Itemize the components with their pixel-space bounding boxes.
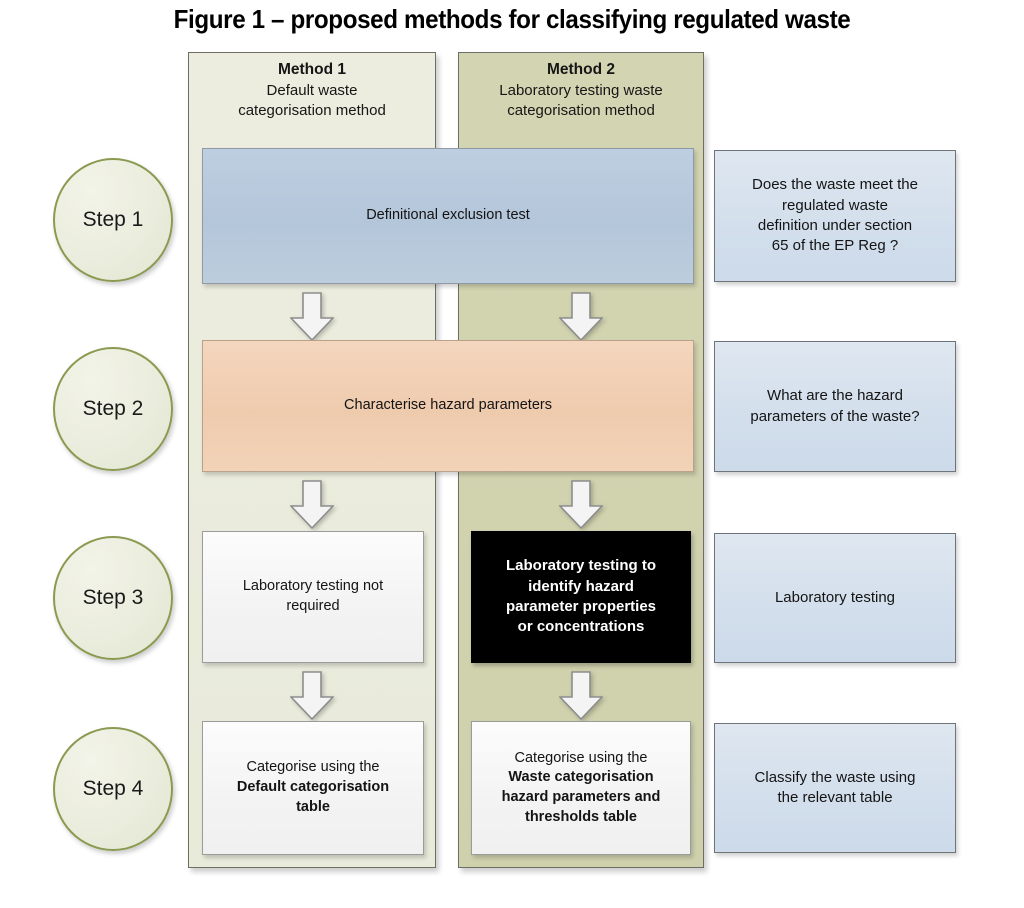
step-1-circle: Step 1: [53, 158, 173, 282]
step-3-circle: Step 3: [53, 536, 173, 660]
method-2-title: Method 2: [546, 61, 616, 78]
arrow-down-icon: [559, 480, 603, 530]
step-2-shared-box-text: Characterise hazard parameters: [344, 397, 552, 414]
step-2-shared-box: Characterise hazard parameters: [202, 340, 694, 472]
arrow-down-icon: [290, 480, 334, 530]
method-2-subtitle-line2: categorisation method: [507, 102, 655, 120]
step-3-method-2-box: Laboratory testing to identify hazard pa…: [471, 531, 691, 663]
step-4-label: Step 4: [82, 777, 144, 800]
step-4-method-2-box: Categorise using the Waste categorisatio…: [471, 721, 691, 855]
arrow-down-icon: [559, 292, 603, 342]
arrow-down-icon: [290, 671, 334, 721]
step-1-side-box: Does the waste meet the regulated waste …: [714, 150, 956, 282]
method-2-heading: Method 2 Laboratory testing waste catego…: [462, 60, 700, 121]
step-4-circle: Step 4: [53, 727, 173, 851]
step-1-shared-box: Definitional exclusion test: [202, 148, 694, 284]
step-1-label: Step 1: [82, 208, 144, 231]
step-3-method-1-box: Laboratory testing not required: [202, 531, 424, 663]
figure-title: Figure 1 – proposed methods for classify…: [173, 4, 851, 34]
step-4-side-box: Classify the waste using the relevant ta…: [714, 723, 956, 853]
step-3-method-1-box-text: Laboratory testing not required: [242, 578, 384, 614]
step-3-side-box: Laboratory testing: [714, 533, 956, 663]
arrow-down-icon: [559, 671, 603, 721]
step-4-side-box-text: Classify the waste using the relevant ta…: [754, 768, 916, 806]
arrow-down-icon: [290, 292, 334, 342]
step-2-side-box: What are the hazard parameters of the wa…: [714, 341, 956, 472]
method-1-title: Method 1: [277, 61, 347, 78]
step-3-side-box-text: Laboratory testing: [774, 588, 896, 606]
step-4-method-1-box: Categorise using the Default categorisat…: [202, 721, 424, 855]
method-1-subtitle-line1: Default waste: [266, 82, 358, 100]
method-1-heading: Method 1 Default waste categorisation me…: [192, 60, 432, 121]
step-2-side-box-text: What are the hazard parameters of the wa…: [750, 387, 920, 425]
step-1-side-box-text: Does the waste meet the regulated waste …: [752, 176, 918, 255]
method-1-subtitle-line2: categorisation method: [238, 102, 386, 120]
method-2-subtitle-line1: Laboratory testing waste: [499, 82, 663, 100]
step-1-shared-box-text: Definitional exclusion test: [366, 207, 530, 224]
step-2-label: Step 2: [82, 397, 144, 420]
step-2-circle: Step 2: [53, 347, 173, 471]
step-3-method-2-box-text: Laboratory testing to identify hazard pa…: [505, 557, 657, 636]
step-4-method-1-box-text: Categorise using the Default categorisat…: [236, 759, 390, 815]
step-3-label: Step 3: [82, 586, 144, 609]
step-4-method-2-box-text: Categorise using the Waste categorisatio…: [501, 749, 661, 825]
